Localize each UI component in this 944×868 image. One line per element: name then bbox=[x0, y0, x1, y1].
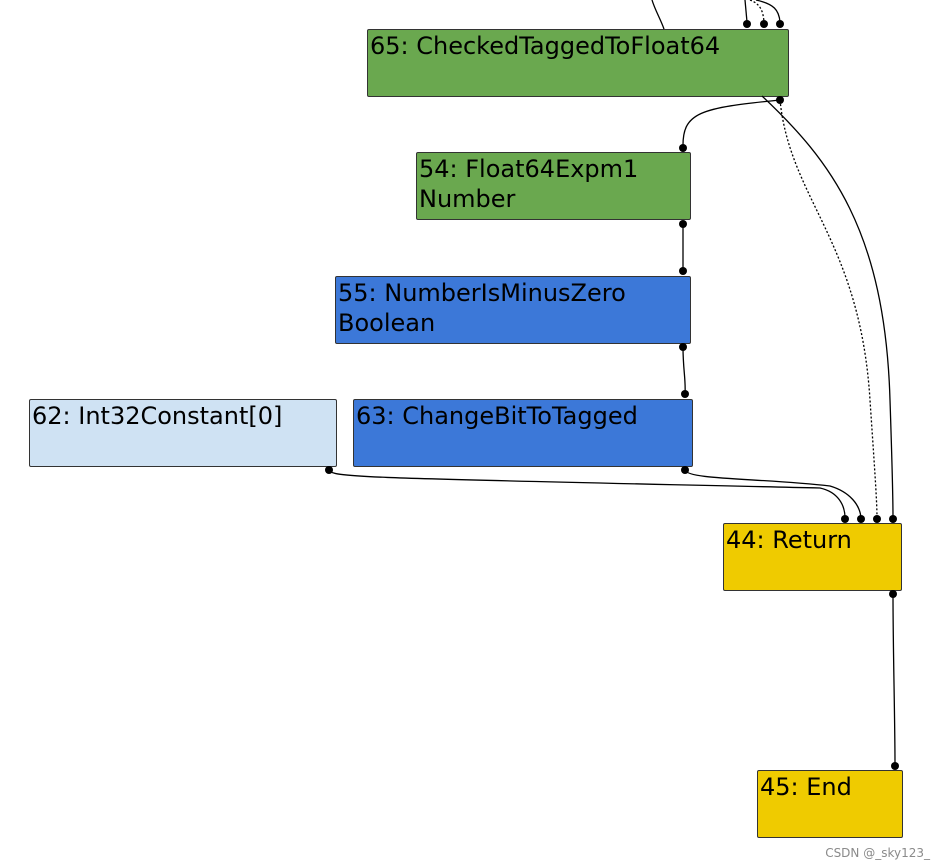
node-change-bit-to-tagged[interactable]: 63: ChangeBitToTagged bbox=[353, 399, 693, 467]
input-port bbox=[743, 20, 751, 28]
input-port bbox=[776, 20, 784, 28]
node-end[interactable]: 45: End bbox=[757, 770, 903, 838]
output-port bbox=[325, 466, 333, 474]
node-int32-constant[interactable]: 62: Int32Constant[0] bbox=[29, 399, 337, 467]
edge-65-44-solid bbox=[761, 95, 894, 519]
output-port bbox=[889, 590, 897, 598]
node-label: 63: ChangeBitToTagged bbox=[356, 402, 638, 430]
node-checked-tagged-to-float64[interactable]: 65: CheckedTaggedToFloat64 bbox=[367, 29, 789, 97]
edge-65-54 bbox=[682, 99, 781, 149]
edge-63-44 bbox=[684, 469, 862, 519]
edge-into-65-b bbox=[744, 0, 748, 23]
input-port bbox=[679, 267, 687, 275]
node-label: 54: Float64Expm1 bbox=[419, 155, 639, 183]
node-label: 45: End bbox=[760, 773, 852, 801]
input-port bbox=[841, 515, 849, 523]
input-port bbox=[857, 515, 865, 523]
output-port bbox=[679, 343, 687, 351]
input-port bbox=[873, 515, 881, 523]
node-label: 62: Int32Constant[0] bbox=[32, 402, 283, 430]
edge-65-44-dotted bbox=[779, 99, 878, 519]
node-number-is-minus-zero[interactable]: 55: NumberIsMinusZero Boolean bbox=[335, 276, 691, 344]
input-port bbox=[679, 144, 687, 152]
edge-into-65-a bbox=[651, 0, 665, 30]
output-port bbox=[679, 220, 687, 228]
node-float64-expm1[interactable]: 54: Float64Expm1 Number bbox=[416, 152, 691, 220]
input-port bbox=[889, 515, 897, 523]
node-type: Number bbox=[419, 185, 516, 213]
edge-62-44 bbox=[328, 469, 846, 519]
node-label: 55: NumberIsMinusZero bbox=[338, 279, 626, 307]
node-label: 44: Return bbox=[726, 526, 852, 554]
input-port bbox=[760, 20, 768, 28]
watermark: CSDN @_sky123_ bbox=[825, 846, 930, 860]
input-port bbox=[681, 390, 689, 398]
node-label: 65: CheckedTaggedToFloat64 bbox=[370, 32, 721, 60]
edge-into-65-d bbox=[755, 0, 781, 23]
input-port bbox=[891, 762, 899, 770]
edge-into-65-c bbox=[749, 0, 765, 23]
node-return[interactable]: 44: Return bbox=[723, 523, 902, 591]
edge-55-63 bbox=[682, 346, 686, 395]
output-port bbox=[776, 96, 784, 104]
output-port bbox=[681, 466, 689, 474]
node-type: Boolean bbox=[338, 309, 436, 337]
edge-44-45 bbox=[892, 593, 896, 766]
